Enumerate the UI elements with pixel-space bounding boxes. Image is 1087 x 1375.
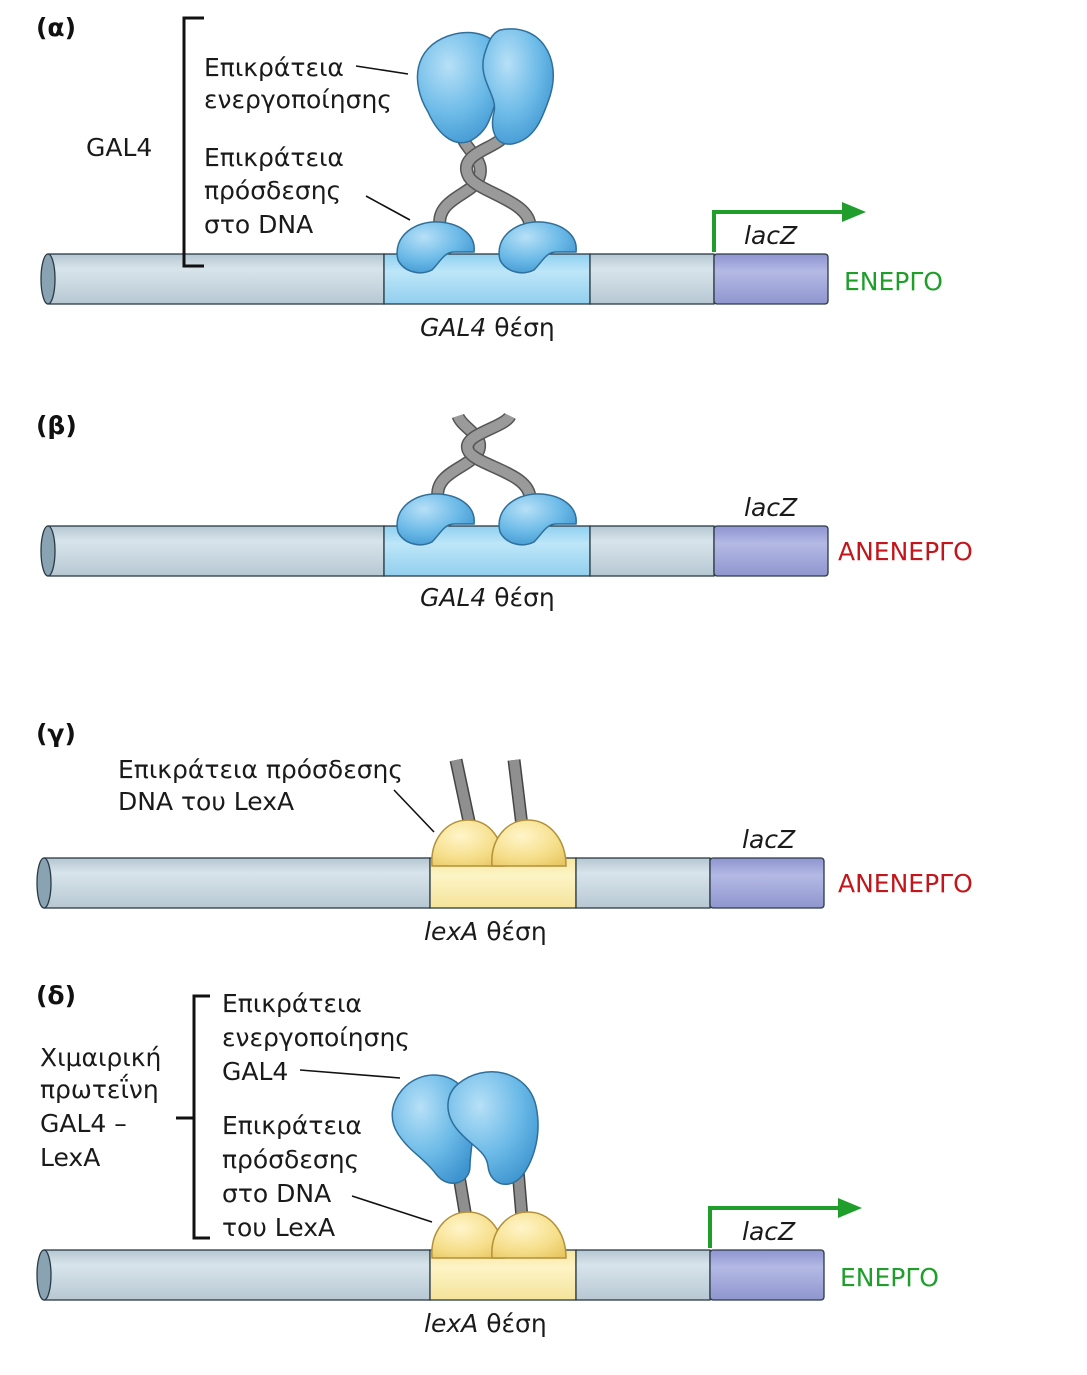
- site-name: GAL4: [420, 583, 486, 612]
- lexa-binding-domain-icon: [491, 819, 567, 867]
- site-label: lexA θέση: [424, 1309, 547, 1338]
- panel-c: (γ) Επικράτεια πρόσδεσης DNA του LexA la…: [36, 719, 973, 946]
- dna-binding-domain-icon: [396, 493, 475, 546]
- panel-d: (δ) Χιμαιρική πρωτεΐνη GAL4 – LexA Επικρ…: [36, 981, 939, 1338]
- lacz-gene: [713, 253, 829, 305]
- status-inactive: ΑΝΕΝΕΡΓΟ: [838, 537, 973, 566]
- site-word: θέση: [486, 917, 547, 946]
- lexa-binding-domain-label: Επικράτεια πρόσδεσης: [118, 755, 403, 784]
- site-name: GAL4: [420, 313, 486, 342]
- activation-domain-label: Επικράτεια: [204, 53, 344, 82]
- lacz-label: lacZ: [744, 493, 798, 522]
- chimeric-protein-label: GAL4 –: [40, 1109, 127, 1138]
- binding-domain-label: πρόσδεσης: [204, 176, 341, 205]
- lexa-binding-domain-icon: [491, 1211, 567, 1259]
- activation-domain-label: ενεργοποίησης: [204, 85, 392, 114]
- panel-a-label: (α): [36, 13, 76, 42]
- dna-strand: [36, 857, 825, 909]
- dna-binding-domain-icon: [498, 221, 577, 274]
- activation-domain-label: Επικράτεια: [222, 989, 362, 1018]
- chimeric-protein-label: Χιμαιρική: [40, 1043, 161, 1072]
- panel-c-label: (γ): [36, 719, 76, 748]
- panel-a: (α) GAL4 Επικράτεια ενεργοποίησης Επικρά…: [36, 13, 943, 342]
- binding-domain-label: Επικράτεια: [204, 143, 344, 172]
- site-word: θέση: [494, 583, 555, 612]
- site-label: lexA θέση: [424, 917, 547, 946]
- status-active: ΕΝΕΡΓΟ: [840, 1263, 939, 1292]
- activation-domain-label: ενεργοποίησης: [222, 1023, 410, 1052]
- activation-domain-icon: [447, 1071, 539, 1186]
- activation-domain-icon: [482, 28, 554, 145]
- dna-binding-domain-icon: [498, 493, 577, 546]
- status-active: ΕΝΕΡΓΟ: [844, 267, 943, 296]
- binding-domain-label: στο DNA: [222, 1179, 331, 1208]
- dna-strand: [40, 525, 829, 577]
- transcription-arrow-icon: [712, 210, 848, 252]
- panel-b-label: (β): [36, 411, 77, 440]
- binding-domain-label: στο DNA: [204, 210, 313, 239]
- lacz-label: lacZ: [742, 825, 796, 854]
- site-label: GAL4 θέση: [420, 583, 555, 612]
- activation-domain-label: GAL4: [222, 1057, 288, 1086]
- binding-domain-label: Επικράτεια: [222, 1111, 362, 1140]
- site-word: θέση: [494, 313, 555, 342]
- panel-b: (β) lacZ ΑΝΕΝΕΡΓΟ GAL4 θέση: [36, 411, 973, 612]
- lacz-label: lacZ: [744, 221, 798, 250]
- site-word: θέση: [486, 1309, 547, 1338]
- chimeric-protein-label: πρωτεΐνη: [40, 1073, 159, 1104]
- binding-domain-label: του LexA: [222, 1213, 335, 1242]
- chimeric-bracket: [192, 994, 210, 1240]
- dna-strand: [36, 1249, 825, 1301]
- gal4-label: GAL4: [86, 133, 152, 162]
- gal4-bracket: [182, 16, 204, 268]
- site-name: lexA: [424, 1309, 478, 1338]
- binding-domain-label: πρόσδεσης: [222, 1145, 359, 1174]
- site-name: lexA: [424, 917, 478, 946]
- lacz-gene: [709, 1249, 825, 1301]
- dna-binding-domain-icon: [396, 221, 475, 274]
- status-inactive: ΑΝΕΝΕΡΓΟ: [838, 869, 973, 898]
- transcription-arrow-icon: [708, 1206, 842, 1248]
- site-label: GAL4 θέση: [420, 313, 555, 342]
- lexa-binding-domain-label: DNA του LexA: [118, 787, 294, 816]
- lacz-gene: [709, 857, 825, 909]
- lacz-gene: [713, 525, 829, 577]
- chimeric-protein-label: LexA: [40, 1143, 100, 1172]
- panel-d-label: (δ): [36, 981, 76, 1010]
- lacz-label: lacZ: [742, 1217, 796, 1246]
